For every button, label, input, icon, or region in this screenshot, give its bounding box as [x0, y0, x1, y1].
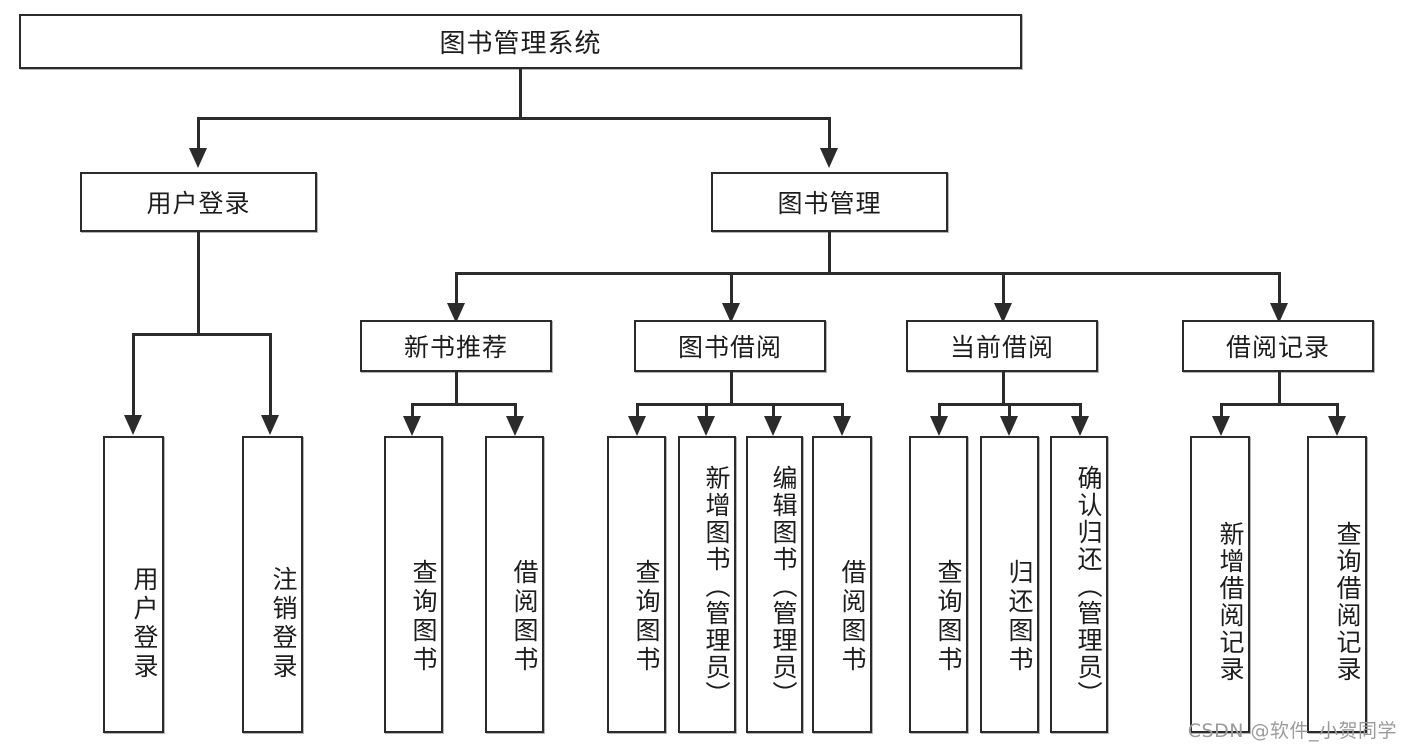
arrowhead-current-leaf-3: [1071, 416, 1089, 436]
arrowhead-leaf-user-login: [124, 415, 142, 435]
connector-current-stem: [1002, 372, 1005, 405]
leaf-edit-book-admin[interactable]: 编辑图书（管理员）: [746, 436, 803, 733]
arrowhead-borrow-leaf-2: [697, 416, 715, 436]
connector-book-mgmt-stem: [828, 232, 831, 274]
arrowhead-current: [994, 303, 1012, 323]
arrowhead-borrow-leaf-1: [628, 416, 646, 436]
connector-book-mgmt-bus: [455, 272, 1281, 275]
connector-records-bus: [1220, 403, 1339, 406]
connector-new-book-bus: [411, 403, 517, 406]
arrowhead-records-leaf-1: [1212, 416, 1230, 436]
arrowhead-borrow: [722, 303, 740, 323]
connector-new-book-leaf-1: [411, 403, 414, 419]
arrowhead-user-login: [189, 148, 207, 168]
leaf-borrow-book-newbook[interactable]: 借阅图书: [485, 436, 544, 733]
connector-book-mgmt-to-borrow: [730, 272, 733, 305]
connector-current-leaf-2: [1008, 403, 1011, 419]
leaf-borrow-book[interactable]: 借阅图书: [812, 436, 872, 733]
arrowhead-borrow-leaf-4: [833, 416, 851, 436]
leaf-confirm-return-admin[interactable]: 确认归还（管理员）: [1050, 436, 1108, 733]
connector-records-stem: [1278, 372, 1281, 405]
connector-borrow-leaf-1: [636, 403, 639, 419]
connector-current-leaf-1: [938, 403, 941, 419]
arrowhead-borrow-leaf-3: [764, 416, 782, 436]
connector-borrow-leaf-3: [772, 403, 775, 419]
connector-book-mgmt-to-records: [1278, 272, 1281, 305]
connector-borrow-leaf-2: [705, 403, 708, 419]
connector-new-book-stem: [455, 372, 458, 405]
leaf-add-borrow-record[interactable]: 新增借阅记录: [1190, 436, 1250, 733]
leaf-return-book[interactable]: 归还图书: [980, 436, 1039, 733]
leaf-user-login[interactable]: 用户登录: [103, 436, 164, 733]
node-user-login[interactable]: 用户登录: [80, 172, 317, 232]
node-borrow-records[interactable]: 借阅记录: [1182, 320, 1374, 372]
node-root-system[interactable]: 图书管理系统: [19, 14, 1022, 69]
connector-records-leaf-2: [1336, 403, 1339, 419]
arrowhead-records-leaf-2: [1328, 416, 1346, 436]
arrowhead-current-leaf-2: [1000, 416, 1018, 436]
leaf-add-book-admin[interactable]: 新增图书（管理员）: [678, 436, 736, 733]
connector-current-leaf-3: [1079, 403, 1082, 419]
connector-book-mgmt-to-current: [1002, 272, 1005, 305]
leaf-query-book-borrow[interactable]: 查询图书: [607, 436, 666, 733]
leaf-query-borrow-record[interactable]: 查询借阅记录: [1307, 436, 1367, 733]
arrowhead-newbook-leaf-1: [403, 416, 421, 436]
connector-book-mgmt-to-new-book: [455, 272, 458, 305]
connector-borrow-stem: [730, 372, 733, 405]
connector-user-login-leaf-1: [132, 333, 135, 417]
arrowhead-new-book: [447, 303, 465, 323]
connector-root-stem: [519, 69, 522, 117]
connector-user-login-bus: [132, 333, 272, 336]
node-book-borrow[interactable]: 图书借阅: [634, 320, 826, 372]
connector-root-to-book-mgmt: [828, 117, 831, 150]
connector-new-book-leaf-2: [514, 403, 517, 419]
node-current-borrow[interactable]: 当前借阅: [906, 320, 1098, 372]
leaf-query-book-current[interactable]: 查询图书: [909, 436, 968, 733]
arrowhead-book-mgmt: [820, 148, 838, 168]
leaf-query-book-newbook[interactable]: 查询图书: [384, 436, 443, 733]
connector-root-to-user-login: [197, 117, 200, 150]
arrowhead-current-leaf-1: [930, 416, 948, 436]
connector-root-bus: [197, 117, 831, 120]
arrowhead-records: [1270, 303, 1288, 323]
connector-records-leaf-1: [1220, 403, 1223, 419]
connector-user-login-stem: [197, 232, 200, 335]
connector-user-login-leaf-2: [269, 333, 272, 417]
connector-borrow-leaf-4: [841, 403, 844, 419]
connector-borrow-bus: [636, 403, 844, 406]
arrowhead-newbook-leaf-2: [506, 416, 524, 436]
node-book-management[interactable]: 图书管理: [711, 172, 948, 232]
arrowhead-leaf-logout: [261, 415, 279, 435]
leaf-logout[interactable]: 注销登录: [242, 436, 303, 733]
node-new-book-recommend[interactable]: 新书推荐: [360, 320, 552, 372]
